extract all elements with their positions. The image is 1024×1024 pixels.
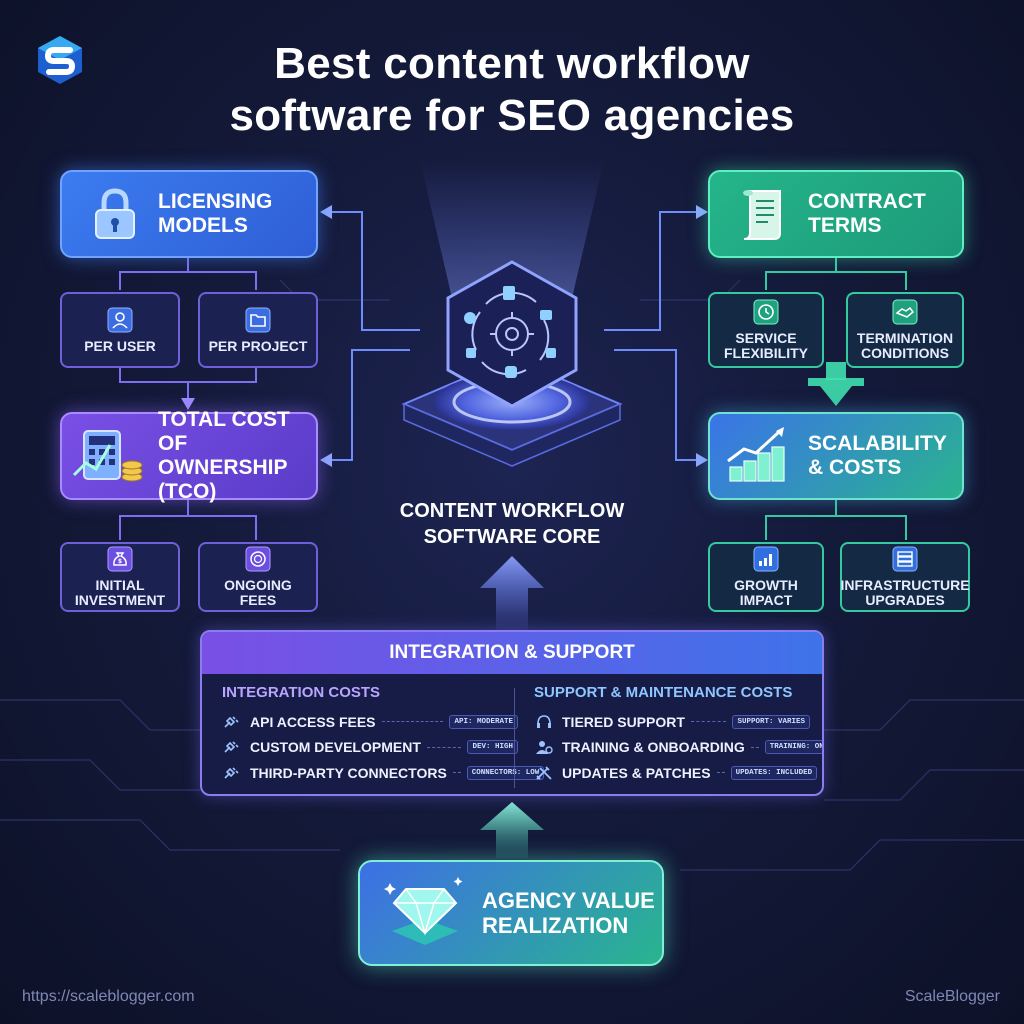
- scalability-label-1: SCALABILITY: [808, 432, 947, 455]
- integration-support-header: INTEGRATION & SUPPORT: [202, 632, 822, 674]
- list-item[interactable]: CUSTOM DEVELOPMENT DEV: HIGH: [222, 735, 518, 761]
- growth-label-2: IMPACT: [739, 592, 793, 608]
- scalability-costs-card[interactable]: SCALABILITY & COSTS: [708, 412, 964, 500]
- status-badge: UPDATES: INCLUDED: [730, 765, 818, 780]
- agency-value-card[interactable]: AGENCY VALUE REALIZATION: [358, 860, 664, 966]
- initial-investment-box[interactable]: $ INITIAL INVESTMENT: [60, 542, 180, 612]
- ongoing-label-2: FEES: [239, 592, 277, 608]
- recurring-coin-icon: [245, 546, 271, 572]
- money-bag-icon: $: [107, 546, 133, 572]
- per-project-box[interactable]: PER PROJECT: [198, 292, 318, 368]
- panel-divider: [514, 688, 515, 788]
- headset-icon: [537, 714, 551, 728]
- tco-label-2: OWNERSHIP: [158, 456, 288, 479]
- value-label-1: AGENCY VALUE: [482, 888, 655, 913]
- contract-terms-card[interactable]: CONTRACT TERMS: [708, 170, 964, 258]
- licensing-label-2: MODELS: [158, 214, 248, 237]
- termination-conditions-box[interactable]: TERMINATION CONDITIONS: [846, 292, 964, 368]
- status-badge: API: MODERATE: [449, 714, 518, 729]
- integration-support-panel[interactable]: INTEGRATION & SUPPORT INTEGRATION COSTS …: [200, 630, 824, 796]
- scroll-icon: [743, 190, 781, 240]
- user-training-icon: [536, 741, 553, 755]
- licensing-models-card[interactable]: LICENSING MODELS: [60, 170, 318, 258]
- title-line-1: Best content workflow: [274, 39, 750, 88]
- initial-label-1: INITIAL: [95, 577, 145, 593]
- per-project-label: PER PROJECT: [208, 337, 308, 354]
- plug-icon: [224, 716, 239, 728]
- core-label-line-1: CONTENT WORKFLOW: [399, 500, 625, 522]
- contract-label-2: TERMS: [808, 214, 882, 237]
- page-title: Best content workflow software for SEO a…: [0, 38, 1024, 142]
- footer-brand: ScaleBlogger: [904, 988, 1000, 1005]
- s-logo-icon[interactable]: [34, 34, 86, 86]
- growth-chart-icon: [727, 427, 785, 482]
- user-icon: [107, 307, 133, 332]
- termination-label-2: CONDITIONS: [861, 345, 949, 361]
- licensing-label-1: LICENSING: [158, 190, 273, 213]
- bar-chart-icon: [753, 546, 779, 572]
- list-item[interactable]: API ACCESS FEES API: MODERATE: [222, 709, 518, 735]
- folder-icon: [245, 307, 271, 332]
- tco-label-1: TOTAL COST OF: [158, 408, 290, 455]
- tco-card[interactable]: TOTAL COST OF OWNERSHIP (TCO): [60, 408, 318, 503]
- status-badge: TRAINING: ONE-TIME: [764, 740, 822, 755]
- calculator-coins-icon: [72, 430, 143, 482]
- server-icon: [892, 546, 918, 572]
- list-item[interactable]: UPDATES & PATCHES UPDATES: INCLUDED: [534, 760, 818, 786]
- infra-label-1: INFRASTRUCTURE: [840, 577, 970, 593]
- value-label-2: REALIZATION: [482, 913, 629, 938]
- core-label-line-2: SOFTWARE CORE: [423, 526, 601, 548]
- support-costs-title: SUPPORT & MAINTENANCE COSTS: [534, 684, 793, 701]
- ongoing-fees-box[interactable]: ONGOING FEES: [198, 542, 318, 612]
- plug-icon: [224, 741, 239, 753]
- list-item[interactable]: TRAINING & ONBOARDING TRAINING: ONE-TIME: [534, 735, 822, 761]
- clock-icon: [753, 299, 779, 325]
- handshake-icon: [892, 299, 918, 325]
- integration-costs-column: INTEGRATION COSTS API ACCESS FEES API: M…: [222, 684, 545, 786]
- termination-label-1: TERMINATION: [856, 330, 954, 346]
- service-label-1: SERVICE: [735, 330, 797, 346]
- plug-icon: [224, 767, 239, 779]
- ongoing-label-1: ONGOING: [224, 577, 292, 593]
- growth-label-1: GROWTH: [734, 577, 798, 593]
- list-item[interactable]: THIRD-PARTY CONNECTORS CONNECTORS: LOW: [222, 760, 545, 786]
- status-badge: DEV: HIGH: [467, 740, 518, 755]
- title-line-2: software for SEO agencies: [229, 91, 795, 140]
- list-item[interactable]: TIERED SUPPORT SUPPORT: VARIES: [534, 709, 810, 735]
- tco-label-3: (TCO): [158, 480, 217, 503]
- workflow-hexagon-icon: [446, 260, 578, 408]
- service-flexibility-box[interactable]: SERVICE FLEXIBILITY: [708, 292, 824, 368]
- status-badge: CONNECTORS: LOW: [466, 765, 545, 780]
- core-label: CONTENT WORKFLOW SOFTWARE CORE: [380, 498, 644, 550]
- scalability-label-2: & COSTS: [808, 456, 902, 479]
- per-user-label: PER USER: [84, 337, 156, 354]
- support-maintenance-column: SUPPORT & MAINTENANCE COSTS TIERED SUPPO…: [534, 684, 822, 786]
- status-badge: SUPPORT: VARIES: [732, 714, 810, 729]
- growth-impact-box[interactable]: GROWTH IMPACT: [708, 542, 824, 612]
- integration-costs-title: INTEGRATION COSTS: [222, 684, 381, 701]
- service-label-2: FLEXIBILITY: [724, 345, 808, 361]
- infra-label-2: UPGRADES: [865, 592, 945, 608]
- infrastructure-upgrades-box[interactable]: INFRASTRUCTURE UPGRADES: [840, 542, 970, 612]
- diamond-icon: [384, 877, 463, 945]
- footer-url-link[interactable]: https://scaleblogger.com: [22, 988, 195, 1005]
- tools-icon: [536, 766, 552, 780]
- contract-label-1: CONTRACT: [808, 190, 926, 213]
- svg-text:$: $: [118, 558, 122, 565]
- initial-label-2: INVESTMENT: [74, 592, 166, 608]
- per-user-box[interactable]: PER USER: [60, 292, 180, 368]
- padlock-icon: [95, 188, 135, 239]
